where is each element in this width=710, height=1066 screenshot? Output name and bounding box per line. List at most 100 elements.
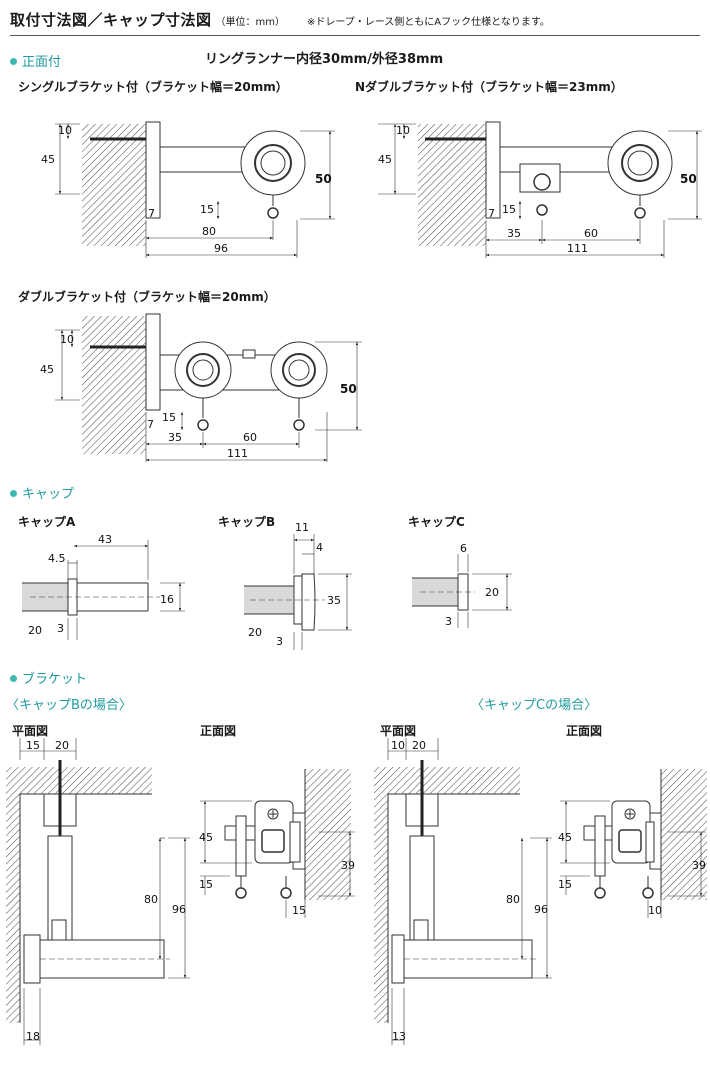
dimension-label: 10 bbox=[58, 124, 72, 137]
hook-icon bbox=[235, 887, 247, 899]
hook-icon bbox=[197, 419, 209, 431]
double-bracket-drawing bbox=[55, 313, 362, 462]
dimension-label: 4.5 bbox=[48, 552, 66, 565]
dimension-label: 50 bbox=[315, 172, 332, 186]
cap-b-label: キャップB bbox=[218, 515, 276, 529]
cap-b-dims: 11 4 35 20 3 bbox=[248, 521, 341, 648]
dimension-label: 10 bbox=[60, 333, 74, 346]
dimension-label: 80 bbox=[144, 893, 158, 906]
dimension-label: 80 bbox=[202, 225, 216, 238]
dimension-label: 50 bbox=[680, 172, 697, 186]
section-bracket: ブラケット bbox=[10, 668, 87, 687]
hook-icon bbox=[280, 887, 292, 899]
dimension-label: 35 bbox=[168, 431, 182, 444]
dimension-label: 45 bbox=[558, 831, 572, 844]
cap-c-label: キャップC bbox=[408, 515, 465, 529]
dimension-label: 3 bbox=[445, 615, 452, 628]
cap-a-label: キャップA bbox=[18, 515, 76, 529]
dimension-label: 15 bbox=[558, 878, 572, 891]
ring-note: リングランナー内径30mm/外径38mm bbox=[205, 52, 444, 67]
page-title: 取付寸法図／キャップ寸法図 bbox=[10, 11, 212, 29]
section-front: 正面付 bbox=[10, 51, 61, 70]
dimension-label: 3 bbox=[57, 622, 64, 635]
dimension-label: 111 bbox=[567, 242, 588, 255]
section-caps: キャップ bbox=[10, 483, 74, 502]
cap-a-drawing bbox=[22, 540, 185, 640]
dimension-label: 20 bbox=[28, 624, 42, 637]
dimension-label: 20 bbox=[412, 739, 426, 752]
dimension-label: 3 bbox=[276, 635, 283, 648]
case-b-label: 〈キャップBの場合〉 bbox=[6, 698, 132, 713]
bracket-plate bbox=[145, 121, 161, 219]
single-label: シングルブラケット付（ブラケット幅＝20mm） bbox=[18, 80, 288, 94]
hook-icon bbox=[536, 204, 548, 216]
bracket-b-plan bbox=[6, 738, 190, 1045]
ndouble-dims: 10 45 50 7 15 35 60 111 bbox=[378, 124, 697, 255]
dimension-label: 20 bbox=[55, 739, 69, 752]
dimension-label: 15 bbox=[26, 739, 40, 752]
front-label-b: 正面図 bbox=[200, 724, 237, 738]
case-c-label: 〈キャップCの場合〉 bbox=[471, 698, 598, 713]
dimension-label: 18 bbox=[26, 1030, 40, 1043]
hook-icon bbox=[267, 207, 279, 219]
dimension-label: 39 bbox=[692, 859, 706, 872]
header-note: ※ドレープ・レース側ともにAフック仕様となります。 bbox=[307, 17, 550, 28]
dimension-label: 11 bbox=[295, 521, 309, 534]
plan-label-c: 平面図 bbox=[380, 724, 417, 738]
dimension-label: 15 bbox=[200, 203, 214, 216]
dimension-label: 15 bbox=[199, 878, 213, 891]
dimension-label: 35 bbox=[327, 594, 341, 607]
dimension-label: 15 bbox=[502, 203, 516, 216]
ndouble-bracket-drawing bbox=[378, 121, 702, 258]
dimension-label: 111 bbox=[227, 447, 248, 460]
bracket-b-plan-dims: 15 20 80 96 18 bbox=[26, 739, 186, 1043]
dimension-label: 35 bbox=[507, 227, 521, 240]
hook-icon bbox=[293, 419, 305, 431]
single-dims: 10 45 50 7 15 80 96 bbox=[41, 124, 332, 255]
dimension-label: 96 bbox=[172, 903, 186, 916]
cap-c-dims: 6 20 3 bbox=[445, 542, 499, 628]
cap-a-dims: 4.5 43 16 20 3 bbox=[28, 533, 174, 637]
hook-icon bbox=[594, 887, 606, 899]
dimension-label: 7 bbox=[488, 207, 495, 220]
unit-label: （単位：mm） bbox=[215, 17, 285, 28]
bullet-icon bbox=[10, 490, 17, 497]
double-dims: 10 45 50 7 15 35 60 111 bbox=[40, 333, 357, 460]
dimension-label: 10 bbox=[396, 124, 410, 137]
dimension-label: 60 bbox=[243, 431, 257, 444]
bracket-c-plan bbox=[374, 738, 552, 1045]
hook-icon bbox=[634, 207, 646, 219]
cap-b-drawing bbox=[244, 534, 352, 650]
dimension-label: 6 bbox=[460, 542, 467, 555]
dimension-label: 45 bbox=[41, 153, 55, 166]
dimension-label: 45 bbox=[199, 831, 213, 844]
dimension-label: 15 bbox=[292, 904, 306, 917]
wall bbox=[82, 124, 146, 246]
dimension-label: 96 bbox=[214, 242, 228, 255]
dimension-label: 16 bbox=[160, 593, 174, 606]
dimension-label: 20 bbox=[485, 586, 499, 599]
bracket-c-front bbox=[560, 769, 707, 918]
dimension-label: 43 bbox=[98, 533, 112, 546]
bracket-c-plan-dims: 10 20 80 96 13 bbox=[391, 739, 548, 1043]
dimension-label: 80 bbox=[506, 893, 520, 906]
bullet-icon bbox=[10, 58, 17, 65]
dimension-label: 10 bbox=[391, 739, 405, 752]
dimension-label: 10 bbox=[648, 904, 662, 917]
dimension-label: 96 bbox=[534, 903, 548, 916]
bracket-b-front bbox=[200, 769, 355, 918]
bracket-c-front-dims: 45 15 39 10 bbox=[558, 831, 706, 917]
bracket-b-front-dims: 45 15 39 15 bbox=[199, 831, 355, 917]
dimension-label: 15 bbox=[162, 411, 176, 424]
bullet-icon bbox=[10, 675, 17, 682]
dimension-label: 60 bbox=[584, 227, 598, 240]
header-rule bbox=[10, 35, 700, 36]
single-bracket-drawing bbox=[55, 121, 335, 258]
dimension-label: 13 bbox=[392, 1030, 406, 1043]
dimension-label: 45 bbox=[378, 153, 392, 166]
front-label-c: 正面図 bbox=[566, 724, 603, 738]
dimension-label: 50 bbox=[340, 382, 357, 396]
dimension-label: 45 bbox=[40, 363, 54, 376]
cap-c-drawing bbox=[412, 554, 512, 628]
